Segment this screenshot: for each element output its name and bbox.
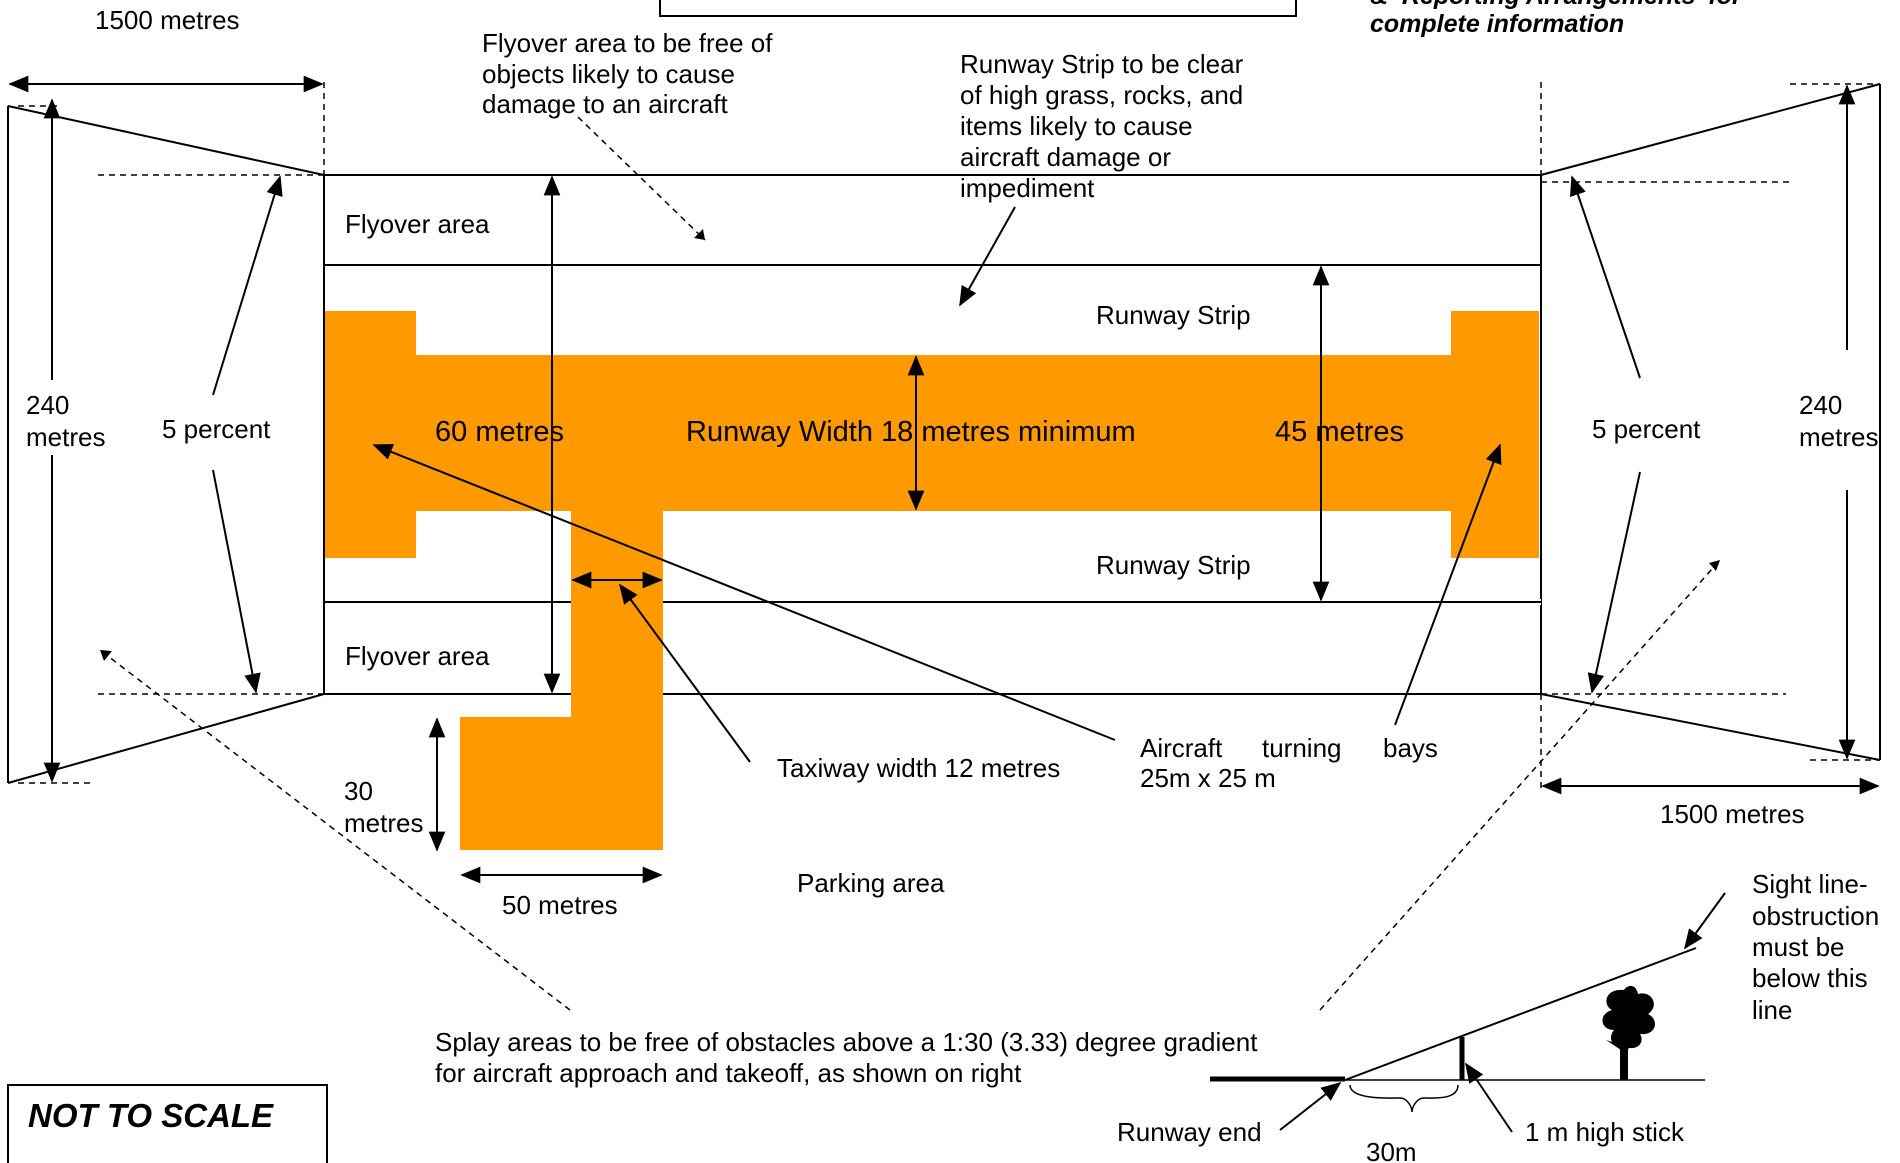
thirty-metres-label: 30 metres bbox=[344, 776, 423, 838]
corner-note: & ‘Reporting Arrangements’ for complete … bbox=[1370, 0, 1749, 38]
left-240-label: 240 metres bbox=[26, 390, 105, 452]
left-5-percent-label: 5 percent bbox=[162, 414, 271, 444]
runway-strip-bottom-label: Runway Strip bbox=[1096, 550, 1251, 580]
fifty-metres-label: 50 metres bbox=[502, 890, 618, 920]
parking-area bbox=[460, 717, 663, 850]
not-to-scale-label: NOT TO SCALE bbox=[28, 1097, 274, 1134]
runway-end-label: Runway end bbox=[1117, 1117, 1262, 1147]
splay-note: Splay areas to be free of obstacles abov… bbox=[435, 1027, 1265, 1088]
aircraft-turning-bays-label: Aircraft turning bays 25m x 25 m bbox=[1140, 733, 1445, 793]
runway-strip-note: Runway Strip to be clear of high grass, … bbox=[960, 49, 1251, 203]
bottom-right-length-label: 1500 metres bbox=[1660, 799, 1805, 829]
top-left-length-label: 1500 metres bbox=[95, 5, 240, 35]
runway-strip-top-label: Runway Strip bbox=[1096, 300, 1251, 330]
flyover-note: Flyover area to be free of objects likel… bbox=[482, 28, 780, 119]
runway bbox=[324, 355, 1539, 511]
not-to-scale-box bbox=[7, 1084, 328, 1163]
right-turning-bay bbox=[1451, 311, 1539, 558]
thirty-m-label: 30m bbox=[1366, 1137, 1417, 1163]
right-5-percent-label: 5 percent bbox=[1592, 414, 1701, 444]
runway-width-label: Runway Width 18 metres minimum bbox=[686, 416, 1136, 448]
flyover-area-top-label: Flyover area bbox=[345, 209, 490, 239]
flyover-area-bottom-label: Flyover area bbox=[345, 641, 490, 671]
forty-five-metres-label: 45 metres bbox=[1275, 416, 1404, 448]
sixty-metres-label: 60 metres bbox=[435, 416, 564, 448]
top-box-outline bbox=[659, 0, 1297, 17]
gradient-inset bbox=[1210, 892, 1726, 1133]
taxiway bbox=[571, 511, 663, 717]
tree-icon bbox=[1602, 985, 1655, 1080]
right-240-label: 240 metres bbox=[1799, 390, 1878, 452]
taxiway-width-label: Taxiway width 12 metres bbox=[777, 753, 1060, 783]
stick-label: 1 m high stick bbox=[1525, 1117, 1685, 1147]
sight-line-label: Sight line- obstruction must be below th… bbox=[1752, 869, 1886, 1025]
parking-area-label: Parking area bbox=[797, 868, 945, 898]
runway-surfaces bbox=[324, 311, 1539, 850]
dashed-guides bbox=[18, 82, 1880, 1011]
dimension-arrows bbox=[8, 75, 1880, 884]
